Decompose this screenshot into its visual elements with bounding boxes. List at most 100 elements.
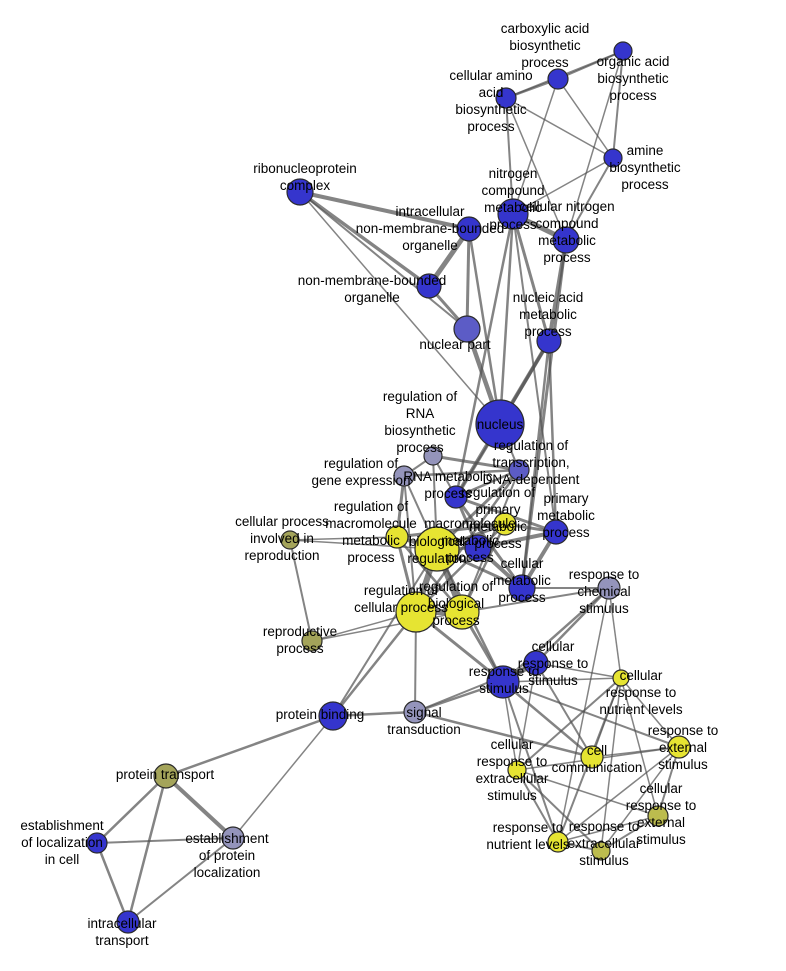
- edge-cellComm--cellRespNutrient: [591, 677, 622, 758]
- edge-respStim--respExt: [502, 681, 680, 748]
- node-cellNitrogen[interactable]: [552, 226, 580, 254]
- node-amine[interactable]: [603, 148, 623, 168]
- edge-regGene--regCellProc: [403, 475, 417, 613]
- node-cellComm[interactable]: [580, 745, 604, 769]
- node-rnp[interactable]: [286, 178, 314, 206]
- node-reprodProc[interactable]: [301, 630, 323, 652]
- node-proteinBinding[interactable]: [318, 701, 348, 731]
- node-label-nuclearPart: nuclear part: [419, 337, 491, 352]
- node-intraTransport[interactable]: [116, 910, 140, 934]
- node-cellProcRep[interactable]: [280, 530, 300, 550]
- node-aminoacid[interactable]: [495, 87, 517, 109]
- edge-reprodProc--regBioProc: [311, 611, 463, 642]
- edge-respExt--respNutrient: [557, 746, 680, 843]
- node-nmbOrg[interactable]: [416, 273, 442, 299]
- edge-rnp--nmbOrg: [298, 190, 431, 288]
- node-respNutrient[interactable]: [547, 831, 569, 853]
- node-regBioProc[interactable]: [444, 594, 480, 630]
- node-nuclearPart[interactable]: [453, 315, 481, 343]
- node-bioReg[interactable]: [414, 526, 460, 572]
- node-nitrogenComp[interactable]: [497, 198, 529, 230]
- node-rnaMet[interactable]: [444, 485, 468, 509]
- edge-cellProcRep--bioReg: [289, 539, 438, 550]
- edge-respStim--respNutrient: [502, 681, 559, 843]
- edge-proteinTransport--estLocCell: [95, 774, 168, 845]
- node-intraNMB[interactable]: [456, 216, 482, 242]
- node-cellRespStim[interactable]: [523, 650, 549, 676]
- node-regCellProc[interactable]: [395, 591, 437, 633]
- node-regPrimary[interactable]: [493, 512, 517, 536]
- edge-nitrogenComp--nucleicAcid: [511, 212, 551, 343]
- node-cellMet[interactable]: [508, 574, 536, 602]
- edge-respChem--regBioProc: [461, 587, 610, 613]
- node-estLocCell[interactable]: [86, 832, 108, 854]
- edge-organic--cellNitrogen: [565, 50, 624, 241]
- node-respStim[interactable]: [486, 665, 520, 699]
- node-regGene[interactable]: [393, 465, 415, 487]
- edge-rnp--nuclearPart: [299, 191, 468, 330]
- edge-proteinBinding--proteinTransport: [164, 714, 335, 778]
- node-label-proteinTransport: protein transport: [116, 767, 215, 782]
- node-respChem[interactable]: [597, 576, 621, 600]
- node-estProtLoc[interactable]: [221, 826, 245, 850]
- edge-estProtLoc--intraTransport: [127, 837, 234, 923]
- edge-proteinTransport--intraTransport: [126, 774, 168, 924]
- edge-rnp--intraNMB: [298, 190, 471, 231]
- node-cellRespNutrient[interactable]: [612, 669, 630, 687]
- node-cellRespExtracell[interactable]: [507, 760, 527, 780]
- edge-proteinTransport--estProtLoc: [164, 774, 235, 840]
- node-nucleus[interactable]: [475, 399, 525, 449]
- edge-proteinBinding--regCellProc: [331, 610, 418, 718]
- edge-cellRespNutrient--cellRespExtracell: [516, 677, 622, 771]
- edge-rnp--nucleus: [299, 191, 501, 425]
- node-carboxylic[interactable]: [547, 68, 569, 90]
- edge-amine--cellNitrogen: [565, 157, 614, 241]
- node-nucleicAcid[interactable]: [536, 328, 562, 354]
- node-cellRespExt[interactable]: [647, 805, 669, 827]
- edge-respChem--cellRespNutrient: [608, 587, 622, 679]
- node-organic[interactable]: [613, 41, 633, 61]
- node-respExt[interactable]: [667, 735, 691, 759]
- node-signalTrans[interactable]: [403, 700, 427, 724]
- edge-amine--nitrogenComp: [512, 157, 614, 215]
- node-respExtracell[interactable]: [591, 841, 611, 861]
- node-macroMet[interactable]: [464, 534, 492, 562]
- edge-cellRespStim--cellRespNutrient: [535, 662, 622, 679]
- edge-estLocCell--intraTransport: [95, 841, 130, 924]
- node-regMacro[interactable]: [385, 525, 409, 549]
- edge-nitrogenComp--rnaMet: [454, 212, 515, 499]
- node-regTrans[interactable]: [508, 459, 530, 481]
- edge-cellRespStim--respChem: [534, 586, 611, 665]
- edge-nitrogenComp--primaryMet: [512, 213, 557, 533]
- node-primaryMet[interactable]: [543, 519, 569, 545]
- edge-intraNMB--nuclearPart: [465, 227, 471, 331]
- edge-cellRespExtracell--respExtracell: [516, 769, 602, 852]
- node-regRNAbio[interactable]: [423, 446, 443, 466]
- node-proteinTransport[interactable]: [153, 763, 179, 789]
